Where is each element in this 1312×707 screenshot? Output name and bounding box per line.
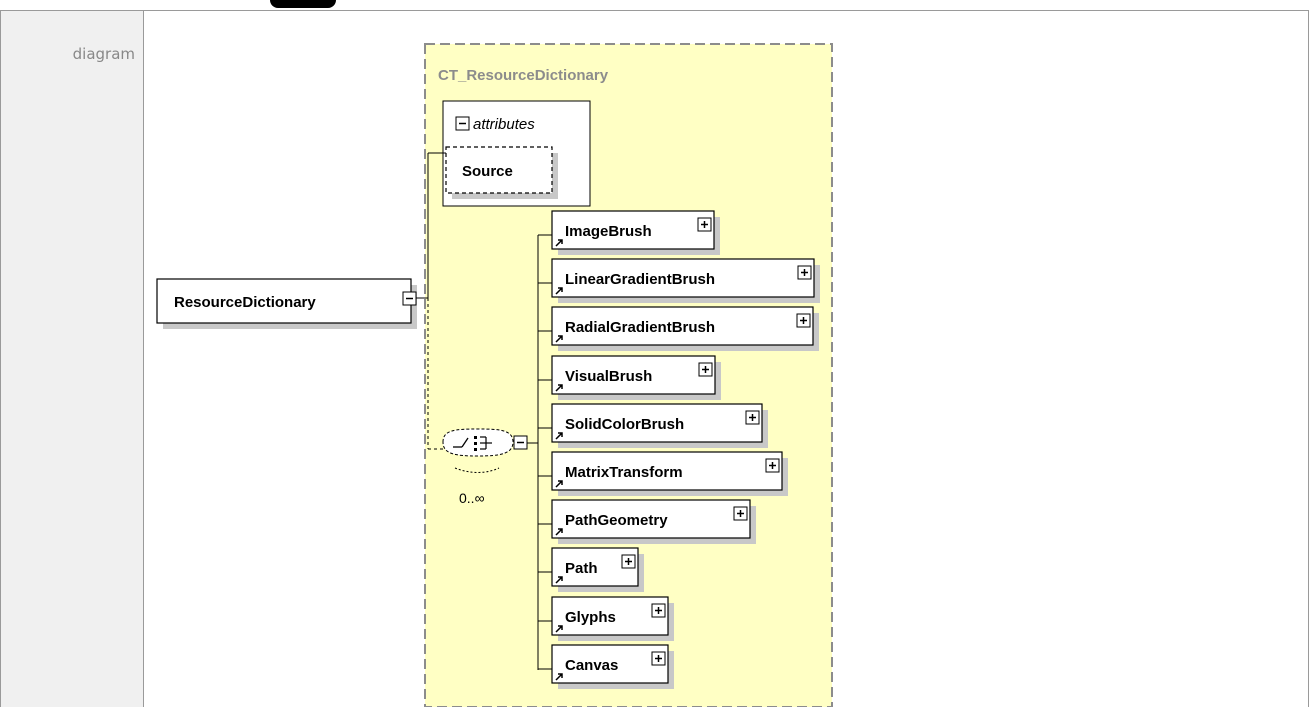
child-box[interactable] [551,644,669,684]
expand-plus-icon[interactable] [651,651,666,666]
group-title: CT_ResourceDictionary [438,67,609,84]
row-label: diagram [72,45,135,63]
reference-arrow-icon [555,335,563,343]
reference-arrow-icon [555,287,563,295]
root-collapse-icon[interactable] [402,291,417,306]
choice-connectors [527,235,539,670]
child-element-label: LinearGradientBrush [565,271,715,288]
root-element-label: ResourceDictionary [174,294,316,311]
child-element-label: Canvas [565,657,618,674]
child-element-glyphs[interactable]: Glyphs [538,596,674,641]
expand-plus-icon[interactable] [697,217,712,232]
attributes-label: attributes [473,116,535,133]
child-element-imagebrush[interactable]: ImageBrush [538,210,720,255]
child-box[interactable] [551,258,815,298]
child-element-canvas[interactable]: Canvas [538,644,674,689]
attributes-collapse-icon[interactable] [455,116,470,131]
expand-plus-icon[interactable] [765,458,780,473]
expand-plus-icon[interactable] [651,603,666,618]
reference-arrow-icon [555,239,563,247]
child-element-label: MatrixTransform [565,464,683,481]
child-element-label: ImageBrush [565,223,652,240]
expand-plus-icon[interactable] [796,313,811,328]
reference-arrow-icon [555,432,563,440]
child-elements: ImageBrushLinearGradientBrushRadialGradi… [538,210,820,689]
attribute-source[interactable] [445,146,553,194]
expand-plus-icon[interactable] [745,410,760,425]
expand-plus-icon[interactable] [733,506,748,521]
expand-plus-icon[interactable] [797,265,812,280]
reference-arrow-icon [555,673,563,681]
root-element-box[interactable] [156,278,412,324]
child-element-visualbrush[interactable]: VisualBrush [538,355,721,400]
choice-collapse-icon[interactable] [513,435,528,450]
reference-arrow-icon [555,480,563,488]
child-element-lineargradientbrush[interactable]: LinearGradientBrush [538,258,820,303]
reference-arrow-icon [555,384,563,392]
child-element-label: Glyphs [565,609,616,626]
expand-plus-icon[interactable] [698,362,713,377]
reference-arrow-icon [555,625,563,633]
root-connectors [416,152,446,450]
child-element-radialgradientbrush[interactable]: RadialGradientBrush [538,306,819,351]
row-label-cell: diagram [0,10,143,707]
child-element-label: SolidColorBrush [565,416,684,433]
reference-arrow-icon [555,528,563,536]
child-element-pathgeometry[interactable]: PathGeometry [538,499,756,544]
child-box[interactable] [551,306,814,346]
child-element-label: VisualBrush [565,368,652,385]
child-box[interactable] [551,451,783,491]
child-element-label: RadialGradientBrush [565,319,715,336]
child-element-label: PathGeometry [565,512,668,529]
expand-plus-icon[interactable] [621,554,636,569]
heading-fragment [270,0,336,8]
cardinality-label: 0..∞ [459,490,485,506]
child-box[interactable] [551,355,716,395]
child-element-path[interactable]: Path [538,547,644,592]
reference-arrow-icon [555,576,563,584]
child-box[interactable] [551,403,763,443]
child-element-matrixtransform[interactable]: MatrixTransform [538,451,788,496]
child-element-solidcolorbrush[interactable]: SolidColorBrush [538,403,768,448]
top-gap [0,0,1312,10]
child-box[interactable] [551,499,751,539]
child-box[interactable] [551,210,715,250]
child-box[interactable] [551,596,669,636]
choice-compositor[interactable] [442,428,514,473]
attribute-source-label: Source [462,163,513,180]
child-element-label: Path [565,560,598,577]
